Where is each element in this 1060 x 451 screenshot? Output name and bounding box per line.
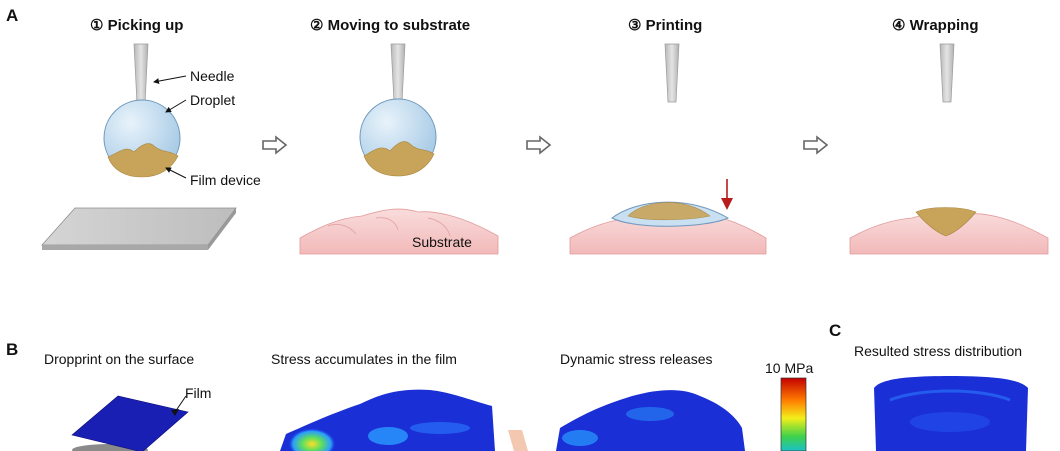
caption-stress-accumulates: Stress accumulates in the film: [271, 351, 457, 367]
press-arrow: [721, 198, 733, 210]
film-device-shape: [107, 143, 179, 178]
panel-c-letter: C: [829, 321, 842, 340]
step-2-illustration: [299, 43, 499, 255]
plate-shape: [41, 207, 237, 246]
colorbar: [780, 377, 807, 451]
step-3-title: ③ Printing: [628, 17, 703, 34]
step-3-illustration: [569, 43, 767, 255]
colorbar-max-label: 10 MPa: [765, 360, 814, 376]
step-2-title: ② Moving to substrate: [310, 17, 471, 34]
panel-b-illustrations: [71, 377, 807, 451]
step-1-title: ① Picking up: [90, 17, 184, 34]
caption-resulted-stress: Resulted stress distribution: [854, 343, 1023, 359]
wrapped-film-shape: [915, 207, 977, 237]
flow-arrow-1: [262, 135, 288, 155]
flow-arrow-2: [526, 135, 552, 155]
flow-arrow-3: [803, 135, 829, 155]
droplet-label: Droplet: [190, 92, 236, 108]
step-1-pointer-arrows: [153, 75, 187, 179]
film-device-label: Film device: [190, 172, 261, 188]
panel-c-illustration: [874, 376, 1028, 451]
stress-surface-1: [280, 389, 495, 451]
caption-stress-releases: Dynamic stress releases: [560, 351, 713, 367]
step-4-illustration: [849, 43, 1049, 255]
step-4-title: ④ Wrapping: [892, 17, 979, 34]
film-square: [71, 395, 189, 451]
substrate-shape: [299, 208, 499, 255]
film-label: Film: [185, 385, 212, 401]
panel-a-letter: A: [6, 6, 19, 25]
needle-label: Needle: [190, 68, 235, 84]
caption-dropprint: Dropprint on the surface: [44, 351, 195, 367]
step-1-illustration: [41, 43, 237, 250]
panel-b-letter: B: [6, 340, 19, 359]
substrate-label: Substrate: [412, 234, 472, 250]
